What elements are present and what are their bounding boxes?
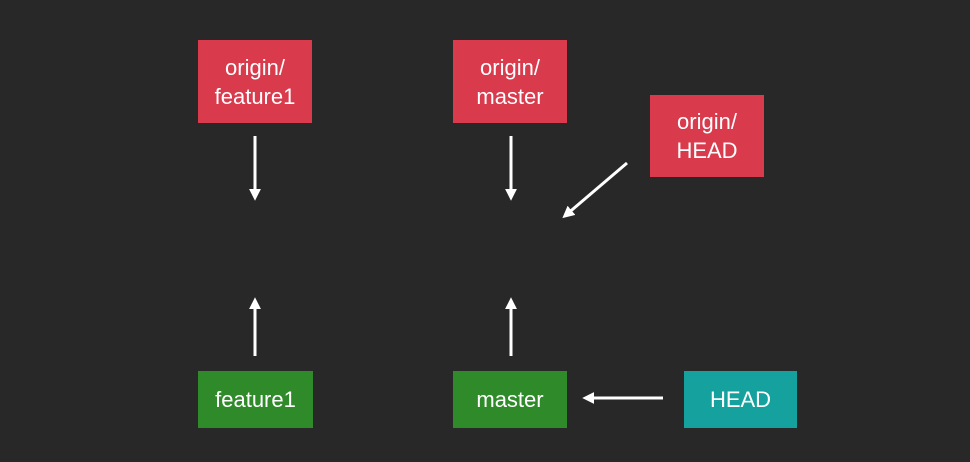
origin-head-ref: origin/ HEAD — [650, 95, 764, 177]
feature1-branch: feature1 — [198, 371, 313, 428]
arrow-origin-head-diagonal — [562, 161, 628, 219]
master-branch: master — [453, 371, 567, 428]
head-ref: HEAD — [684, 371, 797, 428]
origin-feature1-ref: origin/ feature1 — [198, 40, 312, 123]
origin-master-ref: origin/ master — [453, 40, 567, 123]
